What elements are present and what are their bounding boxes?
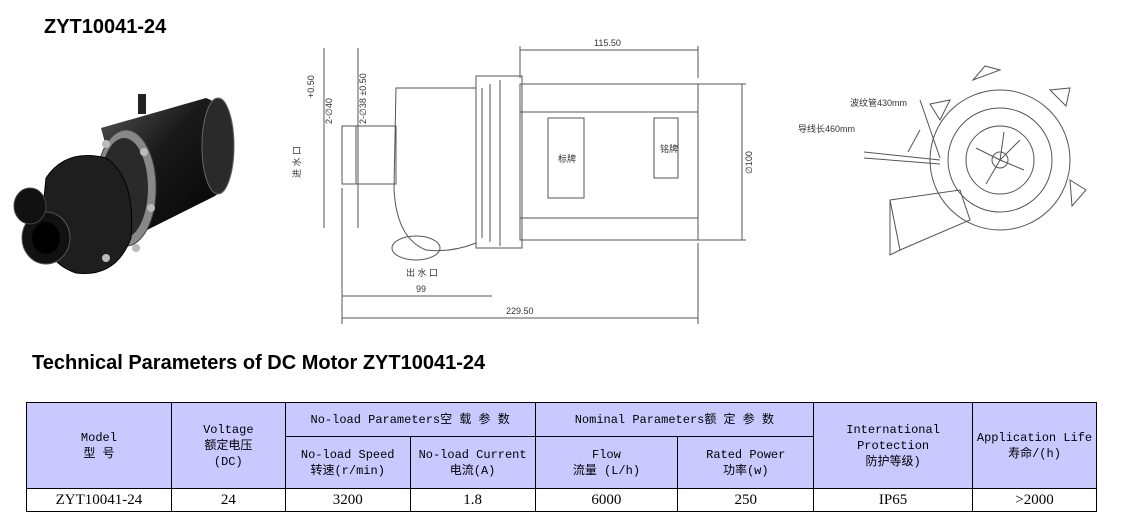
dim-top: 115.50: [594, 38, 621, 48]
header-voltage: Voltage 额定电压 (DC): [170, 402, 286, 489]
flow-en: Flow: [592, 447, 621, 462]
spec-table: Model 型 号 Voltage 额定电压 (DC) No-load Para…: [26, 402, 1097, 512]
header-model: Model 型 号: [26, 402, 172, 489]
dim-dia: ∅100: [744, 151, 754, 174]
power-en: Rated Power: [706, 447, 786, 462]
header-protection: International Protection 防护等级): [813, 402, 974, 489]
side-view-drawing: 115.50 99 229.50 ∅100 出 水 口 进 水 口 +0.50 …: [291, 38, 754, 324]
header-life: Application Life 寿命/(h): [972, 402, 1097, 489]
tolerance-1: +0.50: [306, 75, 316, 98]
cell-flow: 6000: [534, 488, 679, 512]
header-power: Rated Power 功率(w): [677, 436, 815, 489]
speed-en: No-load Speed: [300, 447, 395, 462]
header-flow: Flow 流量 (L/h): [534, 436, 679, 489]
cell-life: >2000: [972, 488, 1097, 512]
current-en: No-load Current: [418, 447, 527, 462]
protection-cn: 防护等级): [865, 454, 921, 469]
outlet-label: 出 水 口: [406, 267, 438, 278]
hose-label: 波纹管430mm: [850, 97, 907, 108]
inlet-diameter: 2-∅40: [324, 98, 334, 124]
cell-voltage: 24: [170, 488, 286, 512]
cell-speed: 3200: [284, 488, 411, 512]
header-speed: No-load Speed 转速(r/min): [284, 436, 411, 489]
model-cn: 型 号: [83, 446, 115, 461]
voltage-unit: (DC): [213, 454, 243, 469]
wire-label: 导线长460mm: [798, 123, 855, 134]
header-noload-group: No-load Parameters空 载 参 数: [284, 402, 536, 437]
nameplate-label-2: 铭牌: [660, 143, 678, 154]
outlet-diameter: 2-∅38 ±0.50: [358, 73, 368, 124]
speed-cn: 转速(r/min): [310, 463, 385, 478]
inlet-label: 进 水 口: [291, 146, 302, 178]
current-cn: 电流(A): [449, 463, 496, 478]
power-cn: 功率(w): [722, 463, 769, 478]
product-title: ZYT10041-24: [44, 16, 167, 38]
life-en: Application Life: [976, 430, 1093, 445]
cell-power: 250: [677, 488, 815, 512]
dim-total: 229.50: [506, 306, 534, 316]
flow-cn: 流量 (L/h): [572, 463, 641, 478]
voltage-en: Voltage: [203, 422, 254, 437]
header-nominal-group: Nominal Parameters额 定 参 数: [534, 402, 815, 437]
voltage-cn: 额定电压: [204, 438, 253, 453]
header-current: No-load Current 电流(A): [409, 436, 536, 489]
section-title: Technical Parameters of DC Motor ZYT1004…: [32, 352, 486, 374]
dim-99: 99: [416, 284, 426, 294]
cell-model: ZYT10041-24: [26, 488, 172, 512]
nameplate-label-1: 标牌: [558, 153, 576, 164]
model-en: Model: [80, 430, 117, 445]
front-view-drawing: 波纹管430mm 导线长460mm: [798, 65, 1087, 256]
life-cn: 寿命/(h): [1008, 446, 1061, 461]
table-row: ZYT10041-24 24 3200 1.8 6000 250 IP65 >2…: [26, 488, 1097, 512]
cell-current: 1.8: [409, 488, 536, 512]
cell-protection: IP65: [813, 488, 974, 512]
pump-photo: [13, 94, 235, 275]
protection-en: International Protection: [846, 422, 940, 453]
